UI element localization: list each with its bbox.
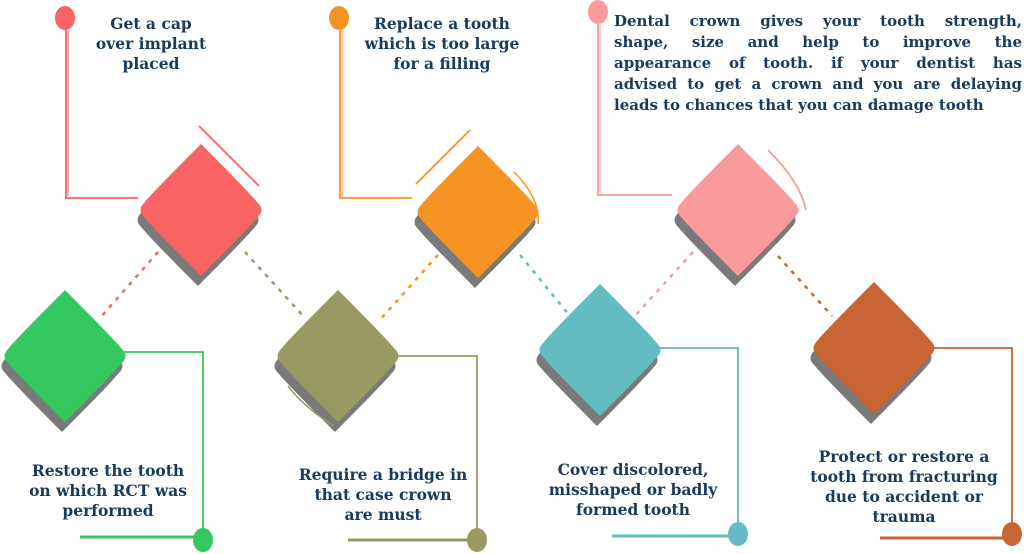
diamond-pink <box>674 144 807 286</box>
diamond-brown <box>810 282 935 424</box>
diamond-olive <box>274 290 399 432</box>
item-protect-fracture: Protect or restore a tooth from fracturi… <box>810 447 998 526</box>
diamond-teal <box>536 284 661 426</box>
callout-line-pink <box>597 24 672 196</box>
callout-line-brown <box>918 347 1013 522</box>
diamond-green <box>1 290 126 432</box>
item-dental-crown-description: Dental crown gives your tooth strength, … <box>614 11 1022 116</box>
diamond-red <box>137 125 262 286</box>
diamond-orange <box>414 129 539 288</box>
item-replace-large-tooth: Replace a tooth which is too large for a… <box>364 14 520 73</box>
callout-line-red <box>65 30 138 199</box>
description-line: appearance of tooth. if your dentist has <box>614 54 1022 72</box>
dot-red <box>55 6 75 30</box>
bottom-callout-lines <box>80 347 1013 542</box>
dot-pink <box>588 0 608 24</box>
callout-line-teal <box>655 347 739 522</box>
callout-line-green <box>120 351 204 532</box>
description-line: leads to chances that you can damage too… <box>614 96 984 114</box>
top-callout-lines <box>65 24 672 199</box>
item-cap-over-implant: Get a cap over implant placed <box>95 14 207 73</box>
dotted-connectors <box>99 251 833 323</box>
callout-line-olive <box>392 355 478 532</box>
callout-line-orange <box>339 30 412 199</box>
dot-green <box>193 528 213 552</box>
description-line: advised to get a crown and you are delay… <box>614 75 1022 93</box>
connector-orange-olive <box>377 254 439 323</box>
connector-red-green <box>99 251 159 319</box>
dot-brown <box>1002 522 1022 546</box>
description-line: Dental crown gives your tooth strength, <box>614 12 1022 30</box>
item-bridge-support: Require a bridge in that case crown are … <box>298 465 468 524</box>
dot-olive <box>467 528 487 552</box>
connector-red-olive <box>244 251 306 319</box>
connector-orange-teal <box>519 254 571 317</box>
connector-pink-brown <box>777 255 833 317</box>
end-dots <box>55 0 1022 552</box>
item-cover-discolored: Cover discolored, misshaped or badly for… <box>548 460 718 519</box>
dot-teal <box>728 522 748 546</box>
dot-orange <box>329 6 349 30</box>
connector-pink-teal <box>632 251 694 319</box>
description-line: shape, size and help to improve the <box>614 33 1022 51</box>
item-restore-after-rct: Restore the tooth on which RCT was perfo… <box>29 461 187 520</box>
